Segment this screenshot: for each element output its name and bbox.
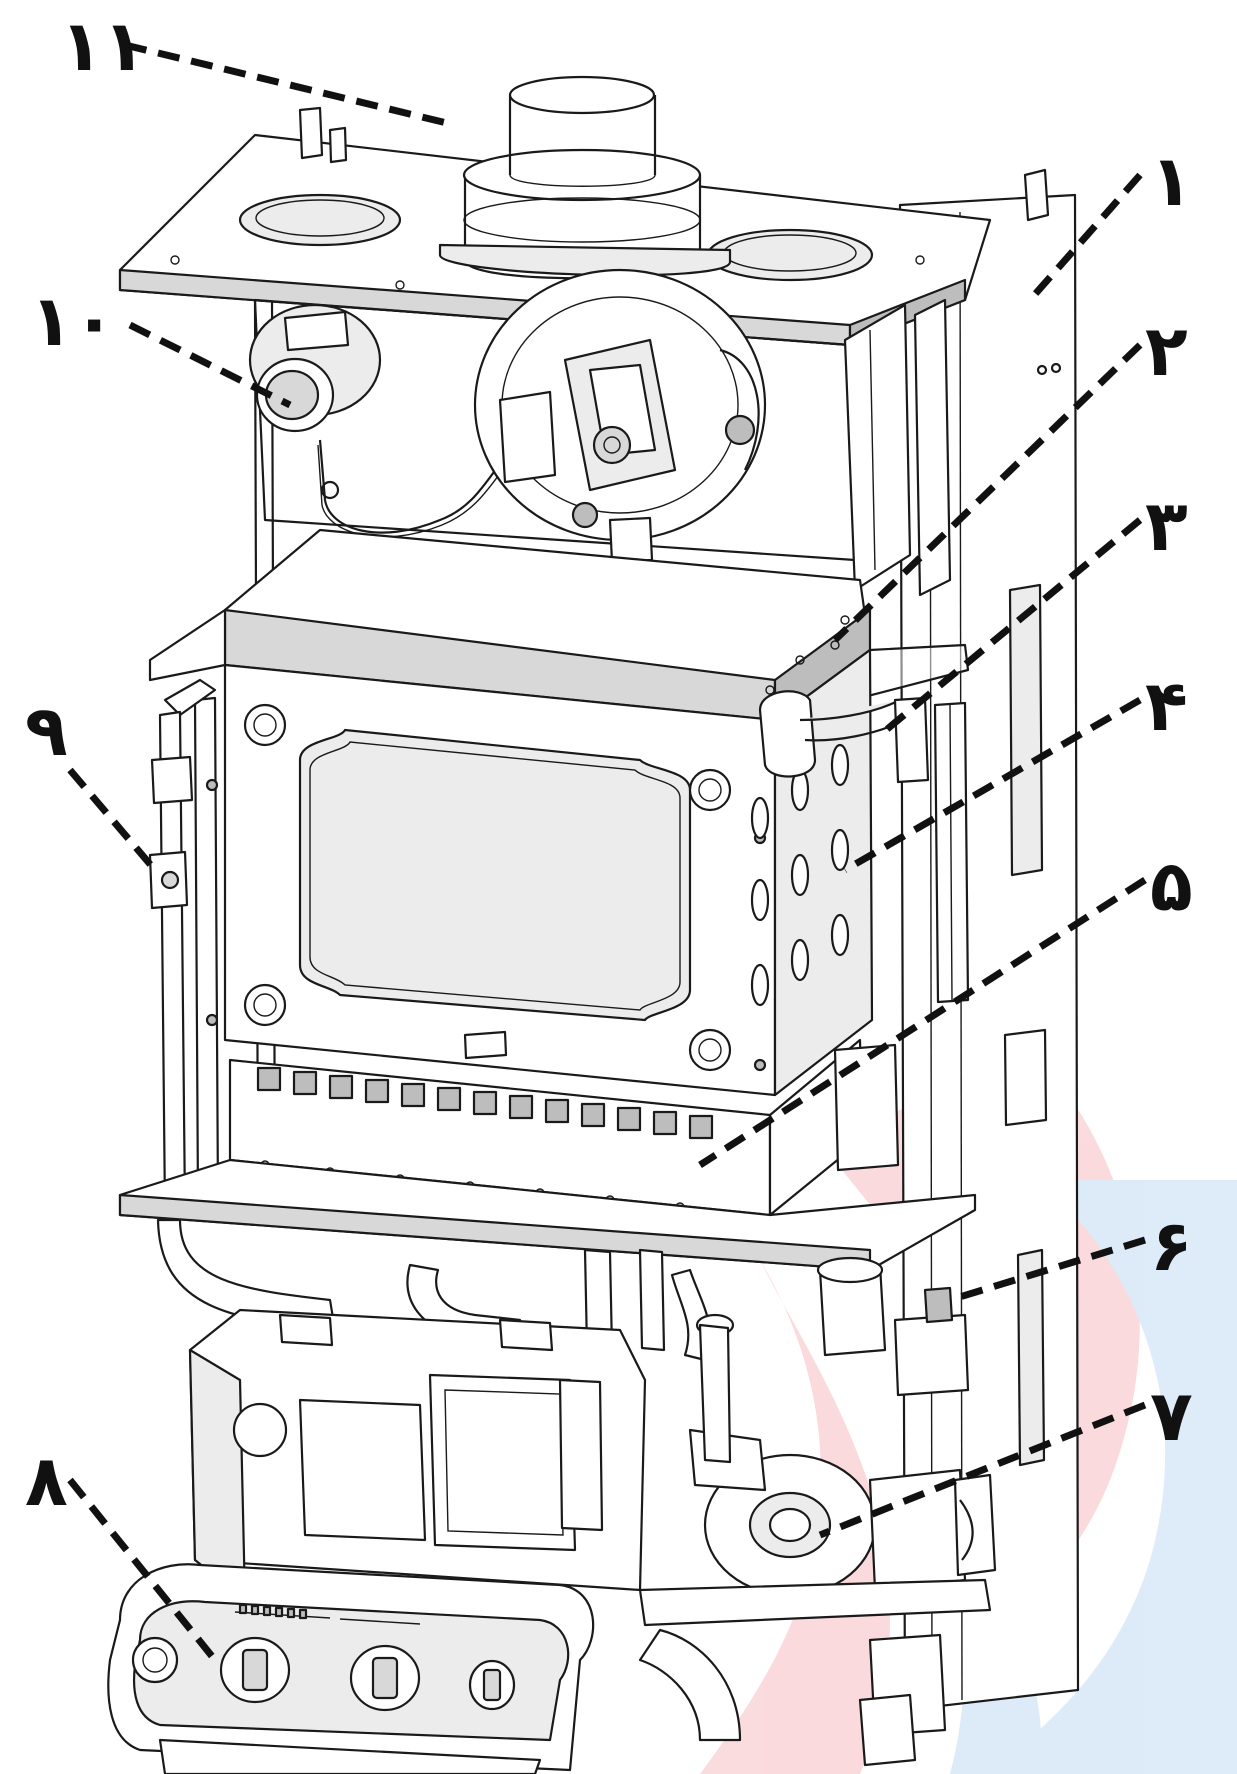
leader-11 [124, 41, 456, 129]
boiler-illustration [107, 75, 1080, 1774]
callout-label-5: ۵ [1150, 845, 1193, 927]
callout-label-2: ۲ [1145, 310, 1188, 392]
leader-2 [832, 342, 1143, 643]
callout-label-3: ۳ [1145, 485, 1188, 567]
leader-6 [948, 1236, 1147, 1304]
leader-9 [67, 767, 158, 873]
leader-7 [818, 1401, 1147, 1539]
leader-1 [1027, 172, 1143, 303]
leader-5 [698, 877, 1147, 1168]
callout-label-9: ۹ [25, 690, 68, 772]
callout-label-11: ۱۱ [60, 5, 145, 87]
callout-leaders [67, 41, 1147, 1663]
burner-jets [256, 1066, 714, 1140]
callout-label-7: ۷ [1150, 1375, 1193, 1457]
leader-3 [877, 517, 1143, 738]
callout-label-10: ۱۰ [30, 280, 115, 362]
leader-10 [128, 321, 292, 409]
callout-label-6: ۶ [1150, 1205, 1193, 1287]
callout-label-8: ۸ [25, 1440, 68, 1522]
callout-label-1: ۱ [1150, 140, 1193, 222]
callout-labels: ۱۱ ۱ ۲ ۳ ۴ ۵ ۶ ۷ ۸ ۹ ۱۰ [25, 5, 1193, 1522]
leader-4 [843, 696, 1142, 874]
leader-8 [67, 1477, 218, 1663]
callout-label-4: ۴ [1145, 665, 1188, 747]
